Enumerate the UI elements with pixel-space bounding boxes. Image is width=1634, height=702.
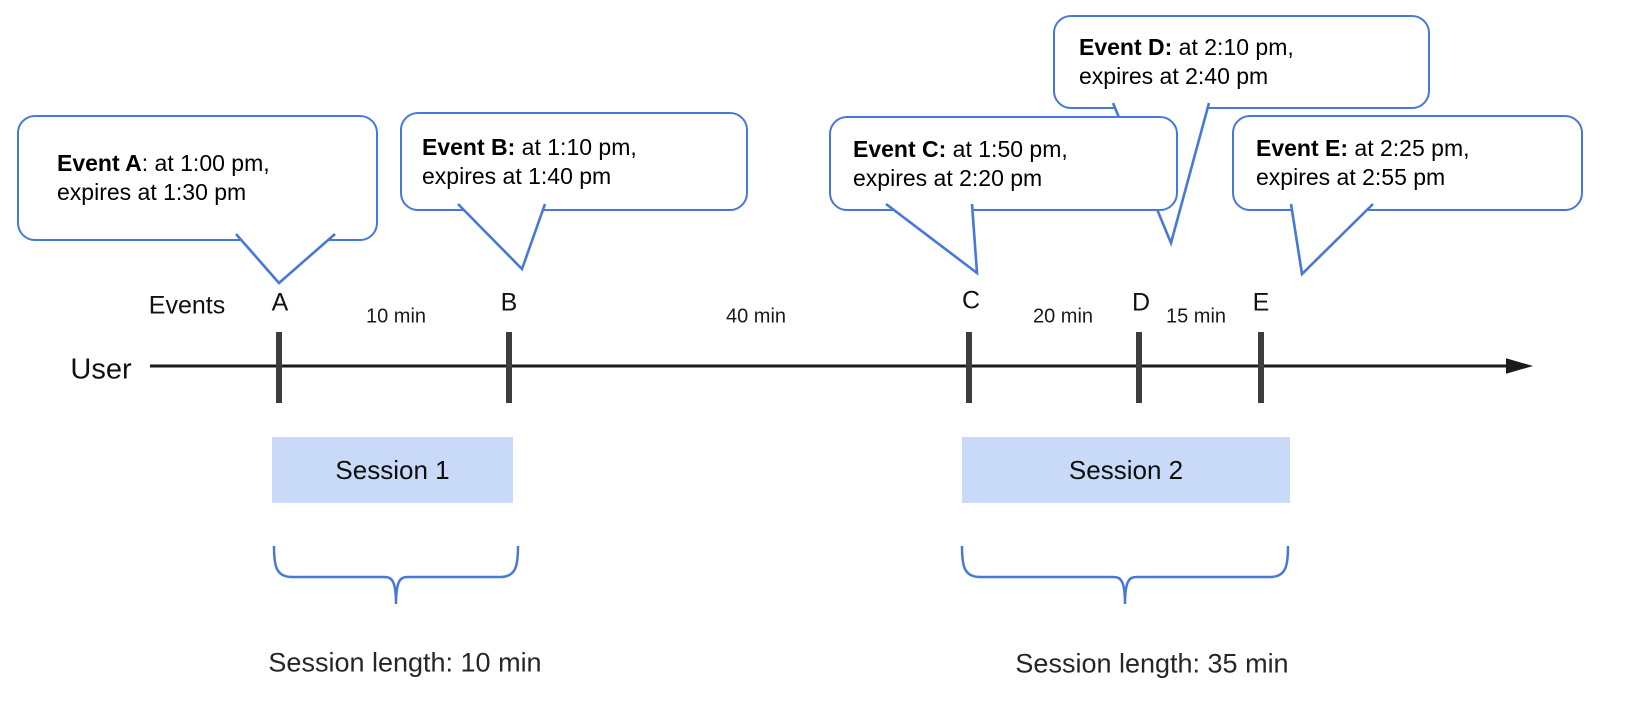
interval-b-c-label: 40 min bbox=[725, 305, 787, 328]
event-d-callout-title: Event D: bbox=[1079, 34, 1173, 60]
interval-d-e-label: 15 min bbox=[1165, 305, 1227, 328]
event-letter-e: E bbox=[1252, 288, 1270, 317]
session-1-length-caption: Session length: 10 min bbox=[268, 647, 542, 678]
event-c-callout-title: Event C: bbox=[853, 135, 947, 162]
event-e-callout-line2: expires at 2:55 pm bbox=[1256, 164, 1446, 190]
event-c-callout-time: at 1:50 pm, bbox=[946, 135, 1068, 162]
event-b-callout-line2: expires at 1:40 pm bbox=[422, 162, 612, 189]
event-a-callout-line2: expires at 1:30 pm bbox=[57, 179, 247, 205]
tick-event-a bbox=[276, 332, 282, 403]
event-e-callout-title: Event E: bbox=[1256, 135, 1349, 161]
event-letter-c: C bbox=[961, 286, 981, 315]
event-d-callout-time: at 2:10 pm, bbox=[1172, 34, 1294, 60]
event-b-callout-tail bbox=[457, 203, 547, 272]
event-e-callout-time: at 2:25 pm, bbox=[1348, 135, 1470, 161]
event-b-callout-title: Event B: bbox=[422, 133, 516, 160]
event-b-callout-line1: Event B: at 1:10 pm, bbox=[422, 133, 746, 162]
event-e-callout-line1: Event E: at 2:25 pm, bbox=[1256, 134, 1581, 163]
event-a-callout-line1: Event A: at 1:00 pm, bbox=[57, 149, 376, 178]
event-a-callout-tail bbox=[235, 233, 336, 285]
events-header-label: Events bbox=[148, 291, 226, 320]
event-a-callout-time: : at 1:00 pm, bbox=[141, 150, 270, 176]
brace-session-2 bbox=[960, 545, 1290, 605]
tick-event-c bbox=[966, 332, 972, 403]
event-c-callout-line2: expires at 2:20 pm bbox=[853, 164, 1043, 191]
session-1-box: Session 1 bbox=[272, 437, 513, 503]
tick-event-b bbox=[506, 332, 512, 403]
tick-event-d bbox=[1136, 332, 1142, 403]
session-2-box: Session 2 bbox=[962, 437, 1290, 503]
session-2-label: Session 2 bbox=[1068, 454, 1184, 485]
event-d-callout-line1: Event D: at 2:10 pm, bbox=[1079, 33, 1428, 62]
event-d-callout-line2: expires at 2:40 pm bbox=[1079, 63, 1269, 89]
user-row-label: User bbox=[70, 353, 132, 386]
event-letter-a: A bbox=[271, 288, 289, 317]
event-a-callout-title: Event A bbox=[57, 150, 142, 176]
interval-c-d-label: 20 min bbox=[1032, 305, 1094, 328]
event-c-callout-line1: Event C: at 1:50 pm, bbox=[853, 135, 1176, 164]
event-e-callout-tail bbox=[1289, 203, 1374, 277]
session-2-length-caption: Session length: 35 min bbox=[1015, 648, 1289, 679]
event-letter-d: D bbox=[1131, 288, 1151, 317]
tick-event-e bbox=[1258, 332, 1264, 403]
event-c-callout: Event C: at 1:50 pm, expires at 2:20 pm bbox=[829, 116, 1178, 211]
event-letter-b: B bbox=[500, 288, 518, 317]
event-b-callout: Event B: at 1:10 pm, expires at 1:40 pm bbox=[400, 112, 748, 211]
brace-session-1 bbox=[272, 545, 520, 605]
event-e-callout: Event E: at 2:25 pm, expires at 2:55 pm bbox=[1232, 115, 1583, 211]
interval-a-b-label: 10 min bbox=[365, 305, 427, 328]
session-1-label: Session 1 bbox=[335, 454, 450, 485]
event-c-callout-tail bbox=[885, 202, 979, 276]
event-a-callout: Event A: at 1:00 pm, expires at 1:30 pm bbox=[17, 115, 378, 241]
event-b-callout-time: at 1:10 pm, bbox=[515, 133, 637, 160]
event-d-callout: Event D: at 2:10 pm, expires at 2:40 pm bbox=[1053, 15, 1430, 109]
timeline-arrowhead-icon bbox=[1506, 358, 1533, 374]
